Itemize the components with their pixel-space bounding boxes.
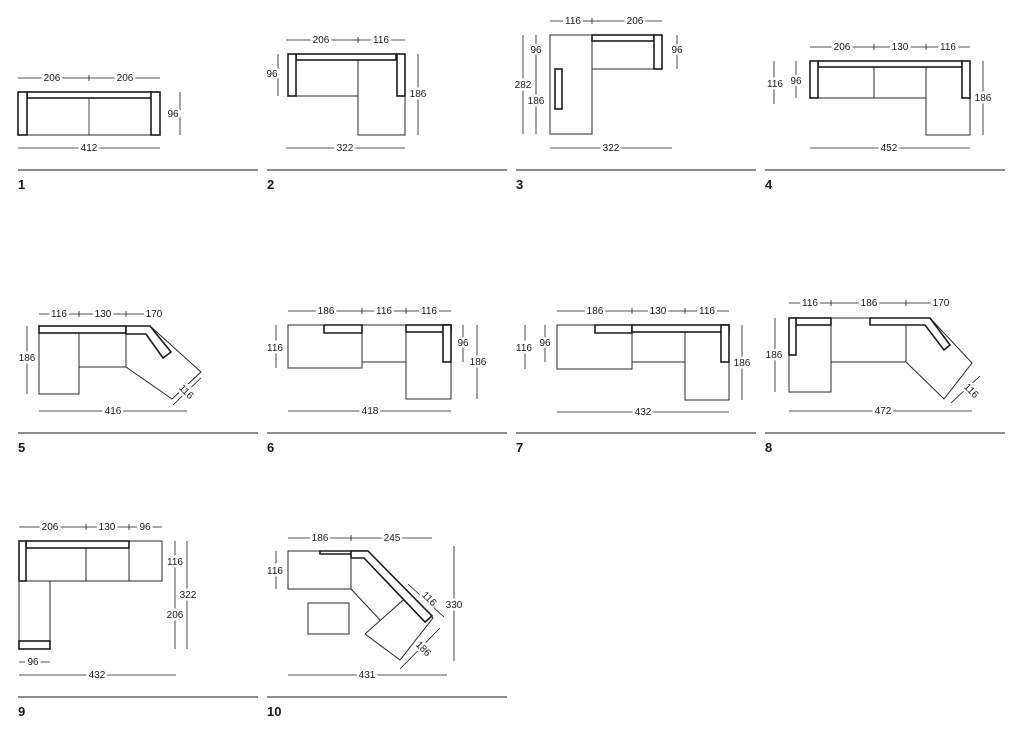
config-number: 6: [267, 440, 274, 455]
sofa-drawing-4: [809, 60, 971, 136]
dim-label: 116: [267, 343, 283, 354]
config-7: 186 130 116 116 96 186 432 7: [514, 304, 756, 455]
dim-label: 96: [457, 338, 469, 349]
dim-label: 431: [359, 670, 376, 681]
dim-label: 206: [167, 610, 184, 621]
dim-label: 432: [89, 670, 106, 681]
dim-label: 472: [875, 406, 892, 417]
dim-label: 96: [790, 76, 802, 87]
dim-label: 116: [767, 79, 783, 90]
dim-label: 116: [376, 306, 392, 317]
dim-label: 116: [516, 343, 532, 354]
dim-label: 170: [146, 309, 163, 320]
dim-label: 322: [603, 143, 620, 154]
dim-label: 116: [167, 557, 183, 568]
dim-label: 96: [27, 657, 39, 668]
dim-label: 96: [671, 45, 683, 56]
dim-label: 130: [650, 306, 667, 317]
dim-label: 322: [337, 143, 354, 154]
dim-label: 186: [318, 306, 335, 317]
config-9: 206 130 96 116 322 206 96 432 9: [18, 520, 258, 719]
dim-label: 432: [635, 407, 652, 418]
sofa-drawing-2: [287, 53, 406, 136]
config-number: 1: [18, 177, 25, 192]
sofa-drawing-6: [287, 324, 452, 400]
dim-label: 116: [699, 306, 715, 317]
config-number: 7: [516, 440, 523, 455]
dim-label: 186: [975, 93, 992, 104]
dim-label: 116: [565, 16, 581, 27]
config-number: 10: [267, 704, 281, 719]
config-6: 186 116 116 116 96 186 418 6: [265, 304, 507, 455]
sofa-drawing-8: [788, 317, 973, 400]
dim-label: 96: [530, 45, 542, 56]
dim-label: 206: [627, 16, 644, 27]
config-8: 116 186 170 186 116 472 8: [763, 296, 1005, 455]
dim-label: 186: [19, 353, 36, 364]
dim-label: 116: [373, 35, 389, 46]
config-3: 116 206 96 96 282 186 322 3: [512, 14, 756, 192]
dim-label: 96: [167, 109, 179, 120]
dim-label: 412: [81, 143, 98, 154]
dim-label: 116: [267, 566, 283, 577]
dim-label: 322: [180, 590, 197, 601]
dim-label: 116: [51, 309, 67, 320]
config-number: 4: [765, 177, 773, 192]
dim-label: 96: [139, 522, 151, 533]
dim-label: 416: [105, 406, 122, 417]
sofa-drawing-7: [556, 324, 730, 401]
dim-label: 245: [384, 533, 401, 544]
config-number: 2: [267, 177, 274, 192]
dim-label: 206: [42, 522, 59, 533]
dim-label: 282: [515, 80, 532, 91]
dim-label: 130: [95, 309, 112, 320]
sofa-drawing-1: [17, 91, 161, 136]
config-1: 206 206 96 412 1: [17, 71, 258, 192]
dim-label: 186: [587, 306, 604, 317]
config-number: 3: [516, 177, 523, 192]
dim-label: 206: [117, 73, 134, 84]
dim-label: 206: [834, 42, 851, 53]
dim-label: 116: [940, 42, 956, 53]
dim-label: 186: [410, 89, 427, 100]
dim-label: 170: [933, 298, 950, 309]
dim-label: 96: [539, 338, 551, 349]
config-4: 206 130 116 116 96 186 452 4: [765, 40, 1005, 192]
dim-label: 130: [892, 42, 909, 53]
config-number: 5: [18, 440, 25, 455]
dim-label: 206: [313, 35, 330, 46]
dim-label: 418: [362, 406, 379, 417]
dim-label: 206: [44, 73, 61, 84]
sofa-drawing-10: [287, 550, 434, 661]
dim-label: 116: [961, 382, 980, 401]
config-10: 186 245 116 116 330 186 431 10: [265, 531, 507, 719]
dim-label: 116: [802, 298, 818, 309]
sofa-drawing-3: [549, 34, 663, 135]
config-2: 206 116 96 186 322 2: [264, 33, 507, 192]
dim-label: 186: [861, 298, 878, 309]
dim-label: 186: [312, 533, 329, 544]
dim-label: 96: [266, 69, 278, 80]
dim-label: 130: [99, 522, 116, 533]
config-number: 8: [765, 440, 772, 455]
dim-label: 186: [528, 96, 545, 107]
sofa-drawing-5: [38, 325, 202, 400]
dim-label: 116: [421, 306, 437, 317]
dim-label: 452: [881, 143, 898, 154]
dim-label: 330: [446, 600, 463, 611]
sofa-drawing-9: [18, 540, 163, 650]
dim-label: 186: [734, 358, 751, 369]
config-5: 116 130 170 186 116 416 5: [16, 307, 258, 455]
dim-label: 186: [470, 357, 487, 368]
config-number: 9: [18, 704, 25, 719]
dim-label: 186: [413, 639, 433, 659]
dim-label: 186: [766, 350, 783, 361]
